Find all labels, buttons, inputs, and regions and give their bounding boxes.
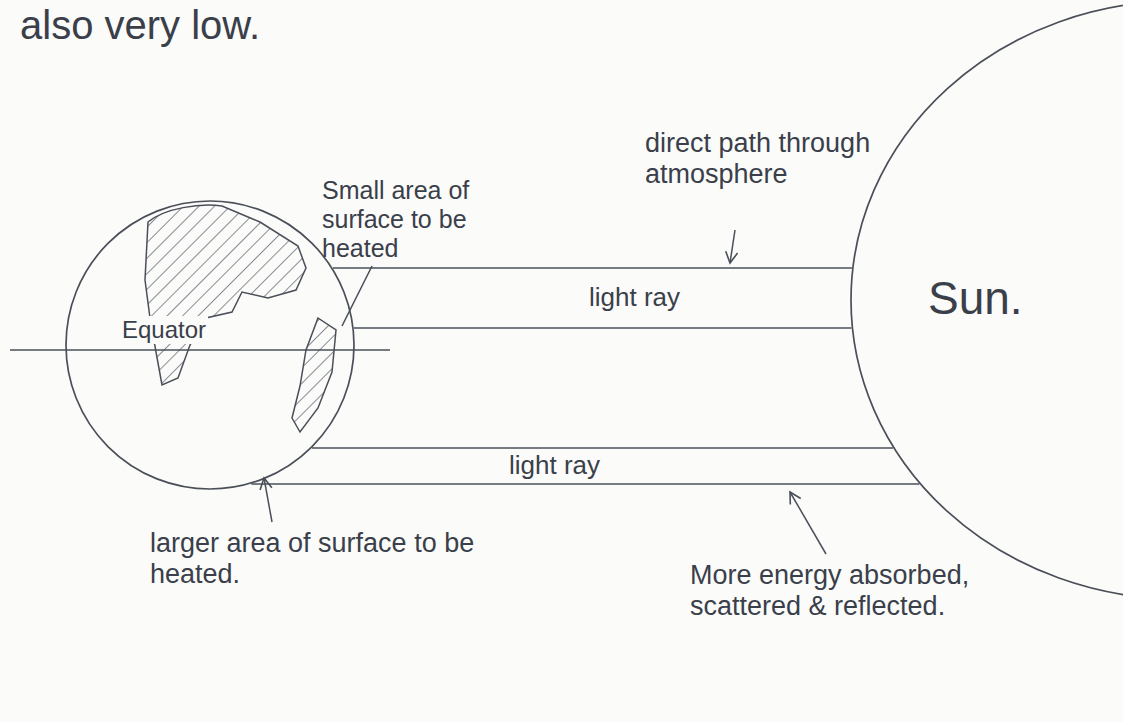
edge-label: light ray [505, 451, 604, 481]
continent-shape [145, 205, 306, 385]
equator-line [10, 349, 390, 351]
ray-line [333, 267, 852, 269]
node-shape [851, 1, 1123, 599]
annotation-text: Small area of surface to be heated [322, 176, 522, 262]
earth-circle: Equator [65, 200, 355, 490]
annotation-text: larger area of surface to be heated. [150, 528, 510, 590]
ray-line [312, 447, 893, 449]
ray-line [251, 483, 919, 485]
leader-arrow [730, 230, 735, 263]
sun-disc: Sun. [850, 0, 1123, 600]
leader-arrow [790, 492, 826, 554]
annotation-text: More energy absorbed, scattered & reflec… [690, 560, 1010, 622]
continent-shape [292, 318, 336, 432]
node-label: Sun. [928, 272, 1023, 325]
node-outline [65, 200, 355, 490]
ray-line [354, 327, 851, 329]
leader-line [342, 266, 372, 326]
light-ray [251, 448, 919, 484]
light-ray [333, 268, 852, 328]
node-shape [66, 201, 354, 489]
annotation-text: also very low. [20, 2, 260, 48]
annotation-text: direct path through atmosphere [645, 128, 895, 190]
node-label: Equator [120, 316, 208, 344]
edge-label: light ray [585, 283, 684, 313]
